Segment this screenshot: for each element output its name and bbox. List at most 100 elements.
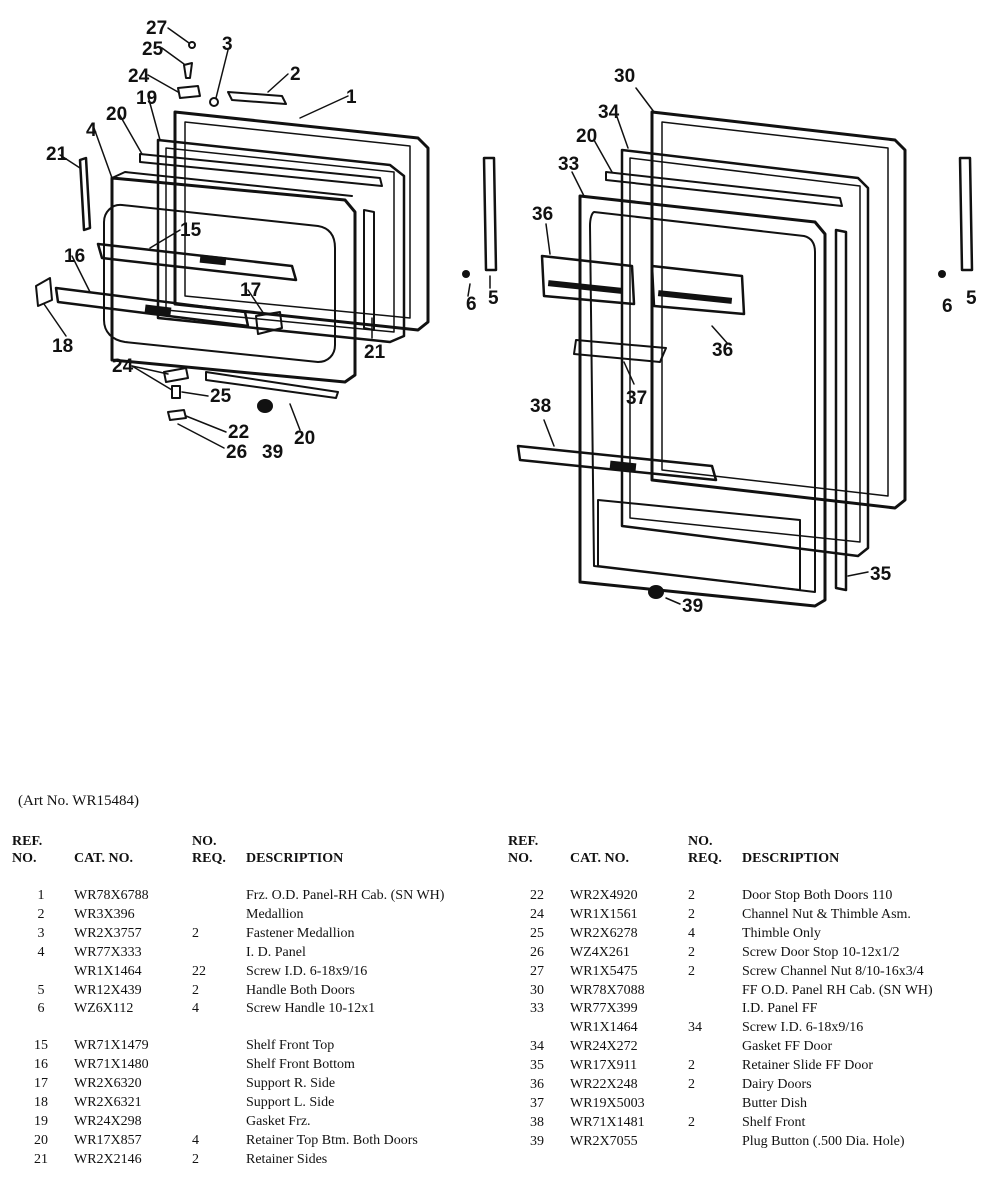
callout-17: 17 (240, 280, 261, 301)
qty-cell: 4 (192, 1001, 199, 1017)
cat-no-cell: WR2X7055 (570, 1133, 638, 1149)
description-cell: Medallion (246, 906, 304, 922)
description-cell: Shelf Front Top (246, 1038, 335, 1054)
ref-cell: 30 (530, 982, 544, 998)
ref-cell: 6 (37, 1001, 45, 1017)
callout-6r: 6 (942, 296, 953, 317)
description-cell: Thimble Only (742, 925, 821, 941)
qty-cell: 2 (688, 1077, 695, 1093)
fresh-food-handle (958, 156, 974, 272)
description-cell: Gasket Frz. (246, 1113, 311, 1129)
medallion (227, 91, 287, 105)
qty-cell: 2 (688, 1114, 695, 1130)
callout-15: 15 (180, 220, 202, 241)
table-row: 37 WR19X5003 Butter Dish (508, 1095, 933, 1114)
cat-no-cell: WZ4X261 (570, 944, 630, 960)
callout-2: 2 (290, 64, 301, 85)
qty-cell: 4 (192, 1132, 199, 1148)
freezer-gasket (156, 138, 406, 344)
callout-25b: 25 (210, 386, 232, 407)
cat-no-cell: WR2X3757 (74, 925, 142, 941)
ref-cell: 38 (530, 1114, 544, 1130)
description-cell: Shelf Front (742, 1114, 806, 1130)
callout-5: 5 (488, 288, 499, 309)
ref-cell: 15 (34, 1038, 48, 1054)
leader-lines (43, 27, 869, 605)
exploded-parts-diagram: 27 25 3 2 24 1 19 20 4 21 15 16 17 18 24… (35, 18, 977, 617)
butter-dish (573, 339, 667, 363)
qty-cell: 2 (688, 906, 695, 922)
ref-cell: 16 (34, 1057, 48, 1073)
callout-39: 39 (262, 442, 283, 463)
description-cell: Butter Dish (742, 1095, 807, 1111)
qty-cell (192, 1094, 246, 1113)
qty-cell: 2 (688, 963, 695, 979)
freezer-handle (482, 156, 498, 272)
callout-20b: 20 (294, 428, 315, 449)
cat-no-cell: WR1X1464 (570, 1020, 638, 1036)
description-cell: Support R. Side (246, 1076, 336, 1092)
ref-cell: 4 (37, 944, 45, 960)
callout-24: 24 (128, 66, 150, 87)
qty-cell: 22 (192, 963, 206, 979)
callout-30: 30 (614, 66, 635, 87)
freezer-inner-panel (110, 176, 357, 384)
callout-34: 34 (598, 102, 620, 123)
shelf-front-bottom (54, 286, 250, 328)
callout-20: 20 (106, 104, 127, 125)
cat-no-cell: WR2X6321 (74, 1095, 142, 1111)
qty-cell (688, 1133, 742, 1152)
cat-no-cell: WR17X911 (570, 1058, 638, 1074)
callout-21b: 21 (364, 342, 386, 363)
description-cell: Handle Both Doors (246, 982, 355, 998)
cat-no-cell: WR2X6320 (74, 1076, 142, 1092)
ref-cell: 37 (530, 1095, 544, 1111)
cat-no-cell: WR22X248 (570, 1077, 638, 1093)
cat-no-cell: WR2X4920 (570, 888, 638, 903)
ref-cell: 18 (34, 1095, 48, 1111)
callout-37: 37 (626, 388, 647, 409)
fresh-food-gasket (620, 148, 870, 558)
qty-cell (688, 982, 742, 1001)
qty-cell (192, 1056, 246, 1075)
ref-cell: 1 (37, 888, 45, 903)
description-cell: Retainer Slide FF Door (742, 1058, 874, 1074)
qty-cell: 2 (192, 925, 199, 941)
callout-38: 38 (530, 396, 551, 417)
cat-no-cell: WR71X1480 (74, 1057, 149, 1073)
cat-no-cell: WZ6X112 (74, 1001, 134, 1017)
qty-cell: 34 (688, 1020, 702, 1036)
fresh-food-outer-panel (650, 110, 907, 510)
ref-cell: 34 (530, 1039, 544, 1055)
cat-no-cell: WR77X333 (74, 944, 142, 960)
description-cell: Channel Nut & Thimble Asm. (742, 906, 911, 922)
qty-cell (688, 1095, 742, 1114)
ref-cell: 24 (530, 906, 544, 922)
ref-cell: 3 (37, 925, 45, 941)
cat-no-cell: WR19X5003 (570, 1095, 645, 1111)
callout-20r: 20 (576, 126, 597, 147)
row-spacer (12, 1019, 444, 1037)
callout-36b: 36 (712, 340, 733, 361)
qty-cell (192, 1113, 246, 1132)
cat-no-cell: WR2X6278 (570, 925, 638, 941)
ref-cell: 5 (37, 982, 45, 998)
dairy-door-right (650, 264, 746, 316)
callout-36: 36 (532, 204, 553, 225)
cat-no-cell: WR17X857 (74, 1132, 142, 1148)
callout-3: 3 (222, 34, 233, 55)
qty-cell: 2 (192, 1151, 199, 1167)
ref-cell: 36 (530, 1077, 544, 1093)
ref-cell: 20 (34, 1132, 48, 1148)
